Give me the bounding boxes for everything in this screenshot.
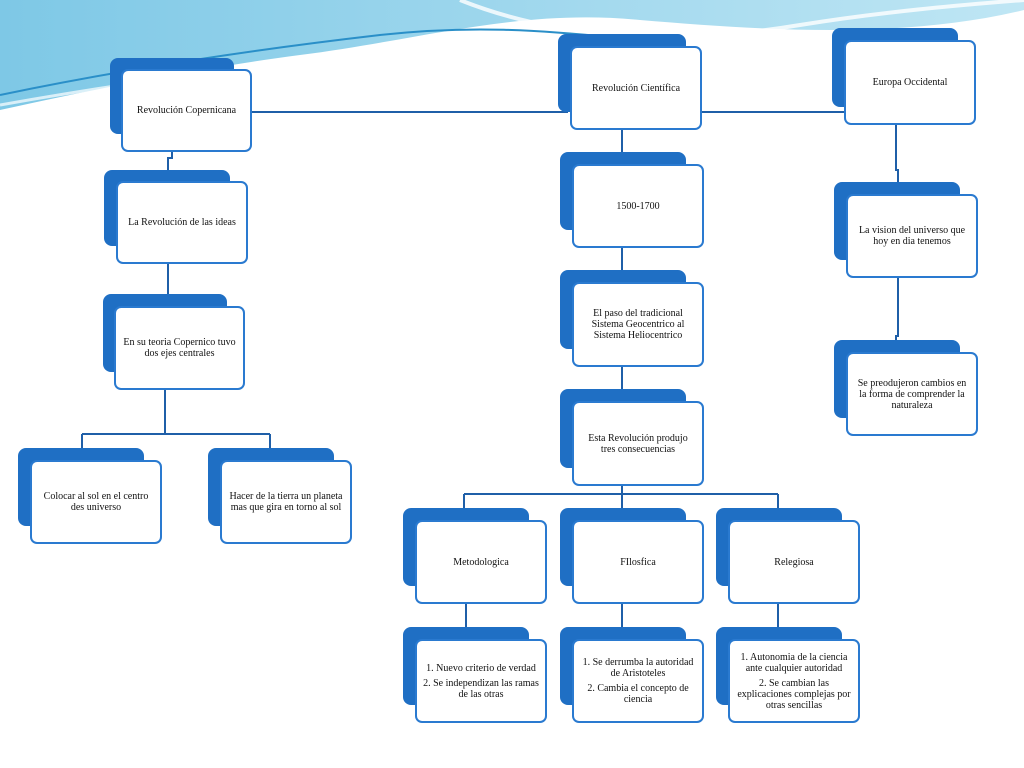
node-religiosa-detalle: 1. Autonomia de la ciencia ante cualquie… <box>716 627 860 723</box>
wave-line <box>0 28 621 96</box>
node-label: FIlosfica <box>572 520 704 604</box>
detail-item: 2. Se cambian las explicaciones compleja… <box>737 677 851 711</box>
node-label: El paso del tradicional Sistema Geocentr… <box>572 282 704 367</box>
node-label: 1. Se derrumba la autoridad de Aristotel… <box>572 639 704 723</box>
wave-top <box>0 0 1024 110</box>
detail-list: 1. Autonomia de la ciencia ante cualquie… <box>736 652 852 711</box>
node-filosofica-detalle: 1. Se derrumba la autoridad de Aristotel… <box>560 627 704 723</box>
node-label: 1. Nuevo criterio de verdad 2. Se indepe… <box>415 639 547 723</box>
node-label: Se preodujeron cambios en la forma de co… <box>846 352 978 436</box>
node-label: Europa Occidental <box>844 40 976 125</box>
node-label: En su teoria Copernico tuvo dos ejes cen… <box>114 306 245 390</box>
node-label: Revolución Científica <box>570 46 702 130</box>
node-label: Metodologica <box>415 520 547 604</box>
node-revolucion-copernicana: Revolución Copernicana <box>110 58 252 152</box>
detail-item: 2. Cambia el concepto de ciencia <box>587 683 689 705</box>
node-europa-occidental: Europa Occidental <box>832 28 976 125</box>
node-vision-universo: La vision del universo que hoy en dia te… <box>834 182 978 278</box>
detail-item: 1. Nuevo criterio de verdad <box>426 662 536 674</box>
node-label: Colocar al sol en el centro des universo <box>30 460 162 544</box>
node-sol-centro: Colocar al sol en el centro des universo <box>18 448 162 544</box>
node-filosofica: FIlosfica <box>560 508 704 604</box>
detail-item: 1. Se derrumba la autoridad de Aristotel… <box>582 657 694 679</box>
node-label: 1500-1700 <box>572 164 704 248</box>
node-metodologica: Metodologica <box>403 508 547 604</box>
node-cambios-naturaleza: Se preodujeron cambios en la forma de co… <box>834 340 978 436</box>
node-label: Revolución Copernicana <box>121 69 252 152</box>
detail-item: 1. Autonomia de la ciencia ante cualquie… <box>740 651 848 674</box>
node-label: La Revolución de las ideas <box>116 181 248 264</box>
node-teoria-copernico: En su teoria Copernico tuvo dos ejes cen… <box>103 294 245 390</box>
node-revolucion-ideas: La Revolución de las ideas <box>104 170 248 264</box>
node-label: Hacer de la tierra un planeta mas que gi… <box>220 460 352 544</box>
detail-item: 2. Se independizan las ramas de las otra… <box>423 677 539 700</box>
node-religiosa: Relegiosa <box>716 508 860 604</box>
node-paso-sistema: El paso del tradicional Sistema Geocentr… <box>560 270 704 367</box>
node-revolucion-cientifica: Revolución Científica <box>558 34 702 130</box>
detail-list: 1. Se derrumba la autoridad de Aristotel… <box>580 657 696 705</box>
node-1500-1700: 1500-1700 <box>560 152 704 248</box>
wave-highlight <box>459 0 1024 39</box>
node-label: Relegiosa <box>728 520 860 604</box>
node-tierra-planeta: Hacer de la tierra un planeta mas que gi… <box>208 448 352 544</box>
node-label: La vision del universo que hoy en dia te… <box>846 194 978 278</box>
node-label: 1. Autonomia de la ciencia ante cualquie… <box>728 639 860 723</box>
node-label: Esta Revolución produjo tres consecuenci… <box>572 401 704 486</box>
node-tres-consecuencias: Esta Revolución produjo tres consecuenci… <box>560 389 704 486</box>
node-metodologica-detalle: 1. Nuevo criterio de verdad 2. Se indepe… <box>403 627 547 723</box>
detail-list: 1. Nuevo criterio de verdad 2. Se indepe… <box>423 663 539 700</box>
